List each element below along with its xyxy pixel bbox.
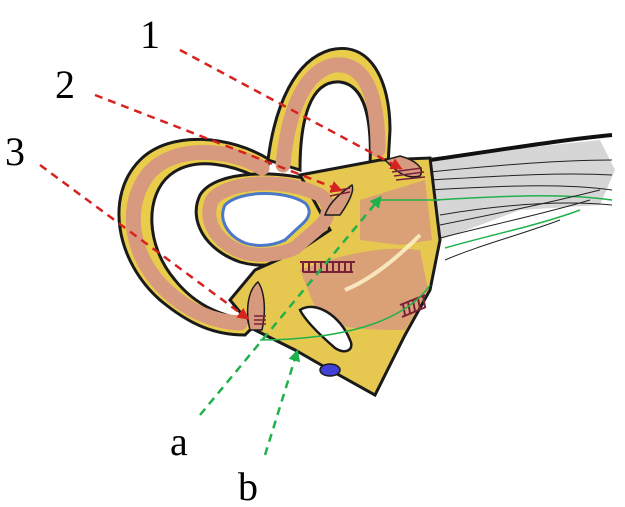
green-pointers: [199, 195, 382, 456]
label-3: 3: [5, 129, 25, 174]
lateral-canal-lumen: [221, 192, 311, 247]
diagram-labels: 1 2 3 a b: [5, 12, 258, 507]
red-pointers: [39, 48, 403, 320]
pointer-a: [199, 195, 382, 416]
label-a: a: [170, 419, 188, 464]
maculae: [259, 199, 440, 377]
pointer-3: [39, 163, 250, 320]
label-1: 1: [140, 12, 160, 57]
label-2: 2: [55, 62, 75, 107]
round-window: [319, 363, 341, 377]
pointer-b: [263, 349, 301, 456]
pointer-2: [94, 93, 343, 193]
oval-window: [298, 305, 353, 353]
vestibulocochlear-nerve: [425, 133, 615, 261]
label-b: b: [238, 464, 258, 507]
